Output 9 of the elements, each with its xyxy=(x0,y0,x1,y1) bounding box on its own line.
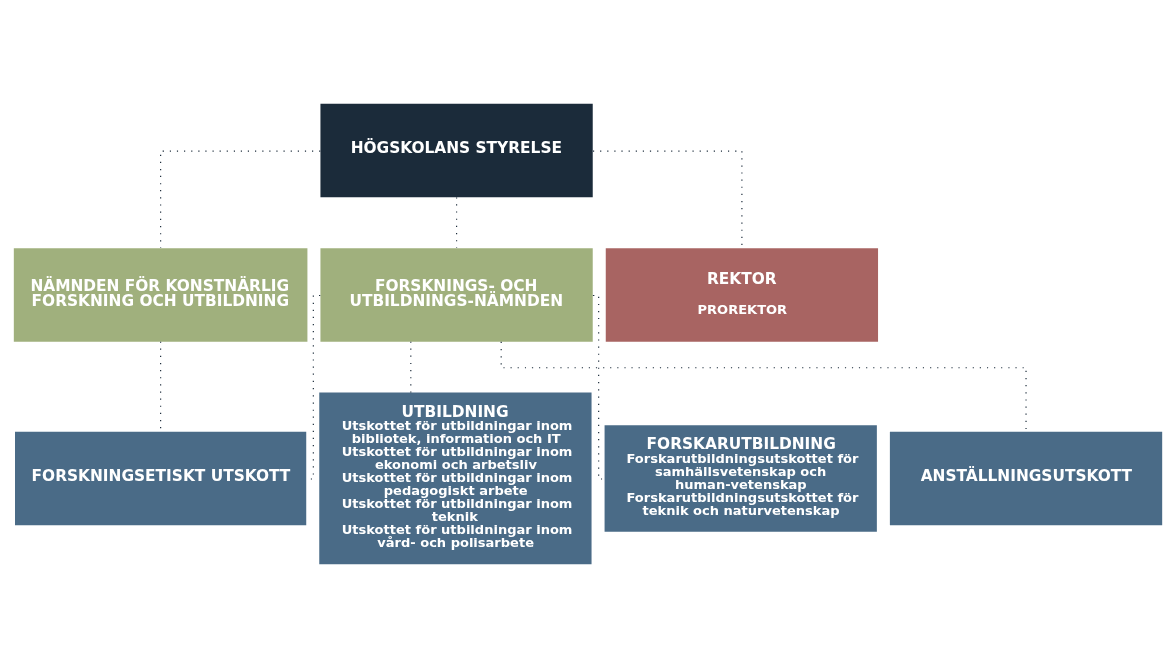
node-box: FORSKNINGSETISKT UTSKOTT xyxy=(15,431,307,526)
node-box: UTBILDNING Utskottet för utbildningar inom bibliotek, information och IT Utskottet för utbildningar inom ekonomi och arbetsliv Utskottet för utbildningar inom pedagogiskt arbete Utskottet för utbildningar inom teknik Utskottet för utbildningar inom vård- och polisarbete xyxy=(319,392,592,565)
connector xyxy=(456,196,458,249)
node-box: ANSTÄLLNINGSUTSKOTT xyxy=(889,431,1163,526)
node-box: NÄMNDEN FÖR KONSTNÄRLIG FORSKNING OCH UTBILDNING xyxy=(13,248,308,342)
node-box: FORSKNINGS- OCH UTBILDNINGS-NÄMNDEN xyxy=(320,248,593,342)
node-box: HÖGSKOLANS STYRELSE xyxy=(320,103,593,198)
node-box: REKTOR PROREKTOR xyxy=(605,248,879,342)
node-box: FORSKARUTBILDNING Forskarutbildningsutskottet för samhällsvetenskap och human-vetenskap Forskarutbildningsutskottet för teknik och naturvetenskap xyxy=(604,425,877,532)
